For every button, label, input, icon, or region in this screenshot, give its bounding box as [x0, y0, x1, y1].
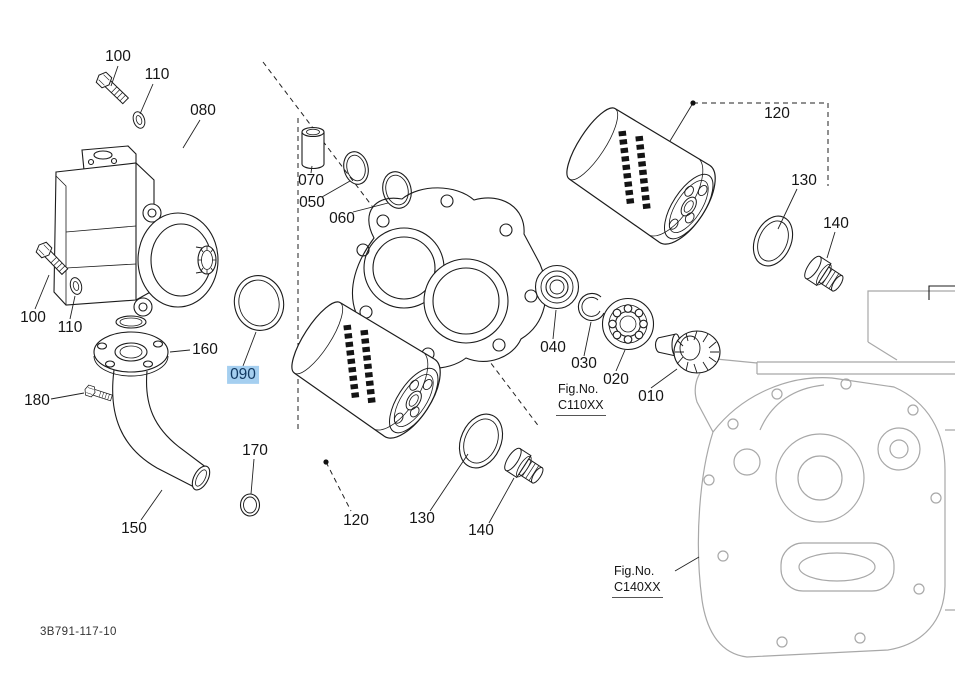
part-label-110-side[interactable]: 110 [57, 318, 83, 336]
snap-ring-030 [577, 292, 605, 322]
fig-ref-code: C110XX [558, 398, 604, 413]
parts-lineart [33, 69, 955, 517]
fig-ref-prefix: Fig.No. [614, 564, 655, 578]
washer-110-top [130, 109, 148, 131]
elbow-flange-160-and-pipe-150 [93, 315, 211, 491]
oring-050 [343, 151, 369, 185]
part-label-040[interactable]: 040 [540, 338, 566, 356]
reference-dot-bottom [323, 459, 329, 465]
part-label-020[interactable]: 020 [603, 370, 629, 388]
part-label-120-top[interactable]: 120 [764, 104, 790, 122]
fig-ref-c110xx[interactable]: Fig.No. C110XX [556, 381, 606, 416]
part-label-050[interactable]: 050 [299, 193, 325, 211]
transmission-case-outline [694, 290, 955, 658]
bevel-gear-010 [654, 330, 721, 374]
frame-corner-detail [928, 285, 955, 300]
oring-130-top [752, 215, 794, 267]
part-label-180[interactable]: 180 [24, 391, 50, 409]
drawing-number: 3B791-117-10 [40, 626, 117, 638]
part-label-060[interactable]: 060 [329, 209, 355, 227]
part-label-130-bottom[interactable]: 130 [409, 509, 435, 527]
bearing-040 [534, 264, 580, 310]
fitting-140-bottom [501, 445, 548, 489]
part-label-120-bottom[interactable]: 120 [343, 511, 369, 529]
oring-090 [233, 275, 285, 331]
leader-lines [34, 65, 836, 572]
fig-ref-prefix: Fig.No. [558, 382, 599, 396]
sleeve-070 [301, 126, 325, 170]
gear-case-plate [351, 187, 547, 369]
part-label-100-side[interactable]: 100 [20, 308, 46, 326]
part-label-090-selected[interactable]: 090 [227, 365, 259, 385]
part-label-030[interactable]: 030 [571, 354, 597, 372]
part-label-100-top[interactable]: 100 [105, 47, 131, 65]
part-label-130-top[interactable]: 130 [791, 171, 817, 189]
part-label-160[interactable]: 160 [192, 340, 218, 358]
part-label-080[interactable]: 080 [190, 101, 216, 119]
fig-ref-code: C140XX [614, 580, 661, 595]
oring-130-bottom [458, 413, 504, 469]
hydraulic-pump [53, 145, 219, 317]
part-label-110-top[interactable]: 110 [144, 65, 170, 83]
bolt-100-top [93, 69, 131, 107]
part-label-140-top[interactable]: 140 [823, 214, 849, 232]
oil-filter-top [556, 98, 727, 254]
oring-060 [382, 171, 412, 209]
part-label-170[interactable]: 170 [242, 441, 268, 459]
part-label-070[interactable]: 070 [298, 171, 324, 189]
fitting-140-top [801, 253, 848, 297]
part-label-140-bottom[interactable]: 140 [468, 521, 494, 539]
part-label-010[interactable]: 010 [638, 387, 664, 405]
bolt-180 [82, 383, 114, 404]
oring-170 [239, 493, 261, 517]
fig-ref-c140xx[interactable]: Fig.No. C140XX [612, 563, 663, 598]
part-label-150[interactable]: 150 [121, 519, 147, 537]
bearing-020 [601, 297, 655, 351]
reference-dot-top [690, 100, 696, 106]
